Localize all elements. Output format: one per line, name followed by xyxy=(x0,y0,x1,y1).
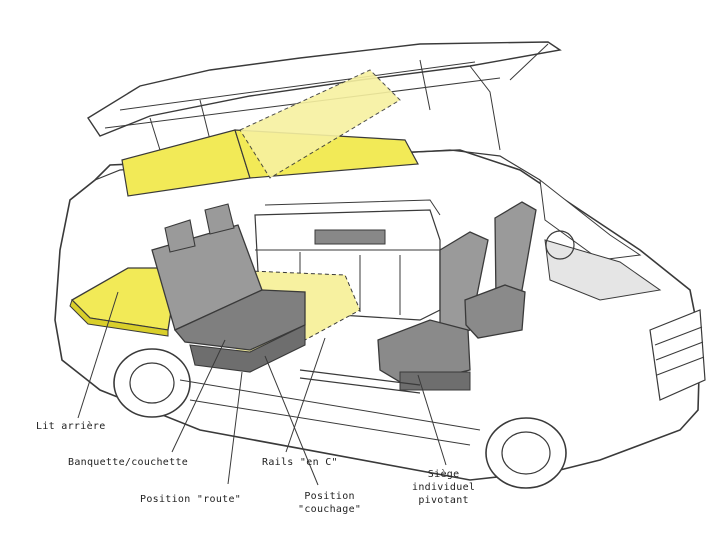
label-siege-line2: individuel xyxy=(412,482,476,493)
label-position-route: Position "route" xyxy=(140,494,242,505)
label-siege-line3: pivotant xyxy=(418,495,469,506)
front-seat-1-base xyxy=(399,371,471,391)
label-position-couchage: Position "couchage" xyxy=(298,490,361,516)
front-seat-1-cushion xyxy=(377,319,471,386)
grille-lines xyxy=(654,326,705,376)
steering-wheel xyxy=(545,230,575,260)
front-seat-2-cushion xyxy=(464,284,526,339)
label-banquette: Banquette/couchette xyxy=(68,457,189,468)
label-position-couchage-line1: Position xyxy=(304,491,355,502)
roof-struts xyxy=(149,59,431,151)
stove xyxy=(314,229,386,245)
front-grille xyxy=(649,309,706,401)
pop-up-roof xyxy=(87,41,562,137)
label-siege-line1: Siège xyxy=(427,469,460,480)
label-lit-arriere: Lit arrière xyxy=(36,421,106,432)
leader-lines xyxy=(77,291,447,486)
rear-wheel xyxy=(113,348,191,418)
side-trim xyxy=(179,379,481,446)
cabinet-top xyxy=(264,199,441,216)
dashboard xyxy=(544,239,662,301)
roof-bed-folded xyxy=(239,69,401,179)
label-siege: Siège individuel pivotant xyxy=(412,468,475,507)
c-rails xyxy=(299,369,421,394)
front-seat-2-back xyxy=(494,201,537,301)
label-position-couchage-line2: "couchage" xyxy=(298,504,362,515)
bench-base xyxy=(189,324,306,373)
rear-bed-edge xyxy=(69,299,169,337)
front-wheel xyxy=(485,417,567,489)
bench-headrests xyxy=(164,203,235,253)
windshield xyxy=(539,178,642,261)
label-rails: Rails "en C" xyxy=(262,457,338,468)
body-roofline xyxy=(94,149,541,181)
rear-wheel-hub xyxy=(129,362,175,404)
front-wheel-hub xyxy=(501,431,551,475)
